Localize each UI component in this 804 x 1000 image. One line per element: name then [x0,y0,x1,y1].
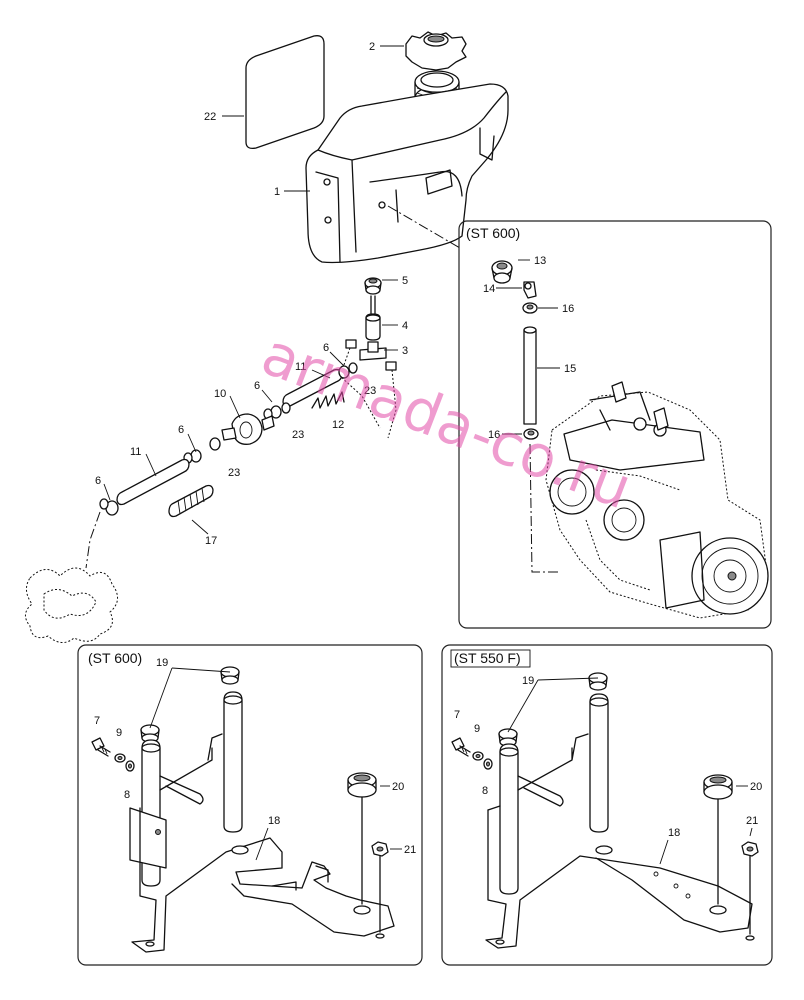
callout-18-a: 18 [268,815,280,827]
washer-9-left-icon [114,753,126,763]
callout-16-a: 16 [562,303,574,315]
panel-label-st600-engine: (ST 600) [466,225,520,241]
callout-10: 10 [214,388,226,400]
hose-clamps-filter-icon [183,437,221,464]
callout-11-a: 11 [295,361,306,373]
nut-21-right-icon [741,841,759,935]
panel-st600-bracket: (ST 600) [77,644,423,966]
fuel-filter-10-icon [221,413,275,445]
callout-20-b: 20 [750,781,762,793]
washer-8-left-icon [125,760,135,772]
callout-6-a: 6 [323,342,329,354]
callout-18-b: 18 [668,827,680,839]
callout-23-b: 23 [292,429,304,441]
panel-label-st550f-frame [450,649,531,668]
grommet-20-left-icon [347,772,377,905]
hose-clamps-upper-icon [263,362,358,420]
callout-8-a: 8 [124,789,130,801]
callout-23-a: 23 [364,385,376,397]
grommet-13-icon [491,260,513,284]
callout-15: 15 [564,363,576,375]
callout-21-a: 21 [404,844,416,856]
fuel-tank-body-icon [305,83,509,264]
leader-lines [103,45,753,865]
tank-cap-icon [405,31,467,71]
bracket-18-left-icon [129,691,395,953]
callout-13: 13 [534,255,546,267]
panel-st550f-bracket: (ST 550 F) [441,644,773,966]
callout-numbers: 2 22 1 5 4 3 6 11 23 12 6 10 23 6 23 11 … [94,41,762,856]
fuel-hose-15-icon [523,326,537,425]
callout-9-b: 9 [474,723,480,735]
panel-label-st550f-bracket: (ST 550 F) [454,650,521,666]
callout-7-b: 7 [454,709,460,721]
hose-clamp-16-lower-icon [523,428,539,440]
gasket-sheet-icon [245,35,325,150]
elbow-fitting-14-icon [523,281,537,299]
fuel-pickup-4-icon [365,295,381,341]
protective-sleeve-17-icon [168,484,214,518]
cap-19-top-left-icon [220,666,240,685]
callout-6-c: 6 [178,424,184,436]
callout-1: 1 [274,186,280,198]
connection-line-engine [529,443,560,573]
callout-5: 5 [402,275,408,287]
callout-16-b: 16 [488,429,500,441]
callout-14: 14 [483,283,495,295]
callout-17: 17 [205,535,217,547]
panel-label-st600-bracket: (ST 600) [88,650,142,666]
callout-21-b: 21 [746,815,758,827]
hose-clamp-16-upper-icon [522,302,538,314]
nut-21-left-icon [371,841,389,933]
washer-8-right-icon [483,758,493,770]
bracket-18-right-icon [485,693,755,949]
engine-icon [545,381,769,619]
callout-6-d: 6 [95,475,101,487]
engine-outline-left-icon [25,567,118,643]
callout-2: 2 [369,41,375,53]
bolt-7-right-icon [451,737,471,757]
fuel-tank-assembly [25,31,509,643]
hose-clamp-bottom-icon [99,498,119,516]
connection-line-bottom-hose [85,511,101,569]
callout-8-b: 8 [482,785,488,797]
callout-4: 4 [402,320,408,332]
callout-22: 22 [204,111,216,123]
bolt-7-left-icon [91,737,111,757]
watermark-text: armada-co.ru [253,320,641,523]
callout-23-c: 23 [228,467,240,479]
callout-7-a: 7 [94,715,100,727]
callout-20-a: 20 [392,781,404,793]
callout-19-b: 19 [522,675,534,687]
callout-11-b: 11 [130,446,141,458]
spring-12-icon [311,391,345,409]
callout-12: 12 [332,419,344,431]
panel-st600-engine: (ST 600) [458,220,772,629]
washer-9-right-icon [472,751,484,761]
callout-3: 3 [402,345,408,357]
grommet-20-right-icon [703,774,733,905]
callout-9-a: 9 [116,727,122,739]
callout-19-a: 19 [156,657,168,669]
fuel-hose-11-lower-icon [116,458,190,506]
cap-19-top-right-icon [588,672,608,691]
tee-fitting-3-icon [339,339,397,439]
connection-line-tank [387,205,461,249]
grommet-5-icon [364,277,382,295]
callout-6-b: 6 [254,380,260,392]
